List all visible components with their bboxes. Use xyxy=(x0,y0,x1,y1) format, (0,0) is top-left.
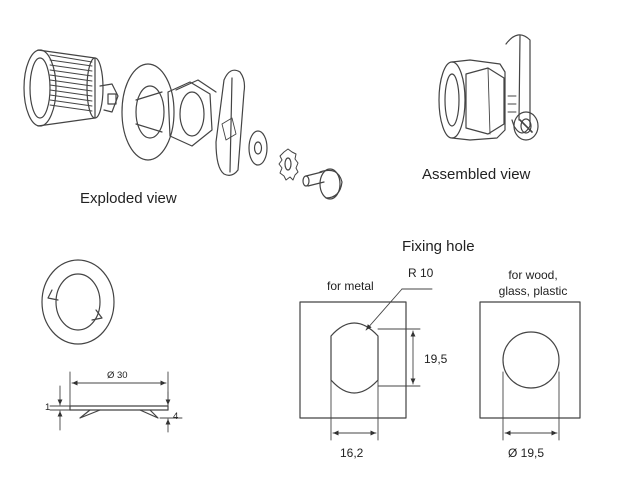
washer-diameter-label: Ø 30 xyxy=(107,370,128,381)
exploded-small-washer xyxy=(248,130,268,166)
height-dimension-label: 19,5 xyxy=(424,352,448,366)
washer-dimensions xyxy=(49,371,183,433)
for-wood-label-line2: glass, plastic xyxy=(498,284,568,298)
wood-hole-dimensions xyxy=(502,371,560,441)
diameter-dimension-label: Ø 19,5 xyxy=(508,446,545,460)
exploded-cam-lever xyxy=(215,69,246,176)
assembled-view-caption: Assembled view xyxy=(422,166,531,183)
exploded-washer-ring xyxy=(121,63,175,161)
wood-hole-plate xyxy=(479,301,581,419)
washer-thickness-label: 1 xyxy=(45,402,51,413)
assembled-lock xyxy=(438,34,539,141)
metal-hole-plate xyxy=(299,301,407,419)
washer-depth-label: 4 xyxy=(173,411,179,422)
exploded-hex-nut xyxy=(167,79,217,147)
width-dimension-label: 16,2 xyxy=(340,446,364,460)
exploded-screw xyxy=(302,168,343,200)
exploded-lock-cylinder xyxy=(23,49,119,127)
radius-label: R 10 xyxy=(408,266,434,280)
washer-3d xyxy=(41,259,115,345)
for-wood-label-line1: for wood, xyxy=(508,268,558,282)
washer-profile xyxy=(69,405,169,419)
exploded-star-washer xyxy=(278,148,299,181)
for-metal-label: for metal xyxy=(327,279,374,293)
fixing-hole-heading: Fixing hole xyxy=(402,238,475,255)
exploded-view-caption: Exploded view xyxy=(80,190,177,207)
metal-hole-dimensions xyxy=(330,288,433,441)
